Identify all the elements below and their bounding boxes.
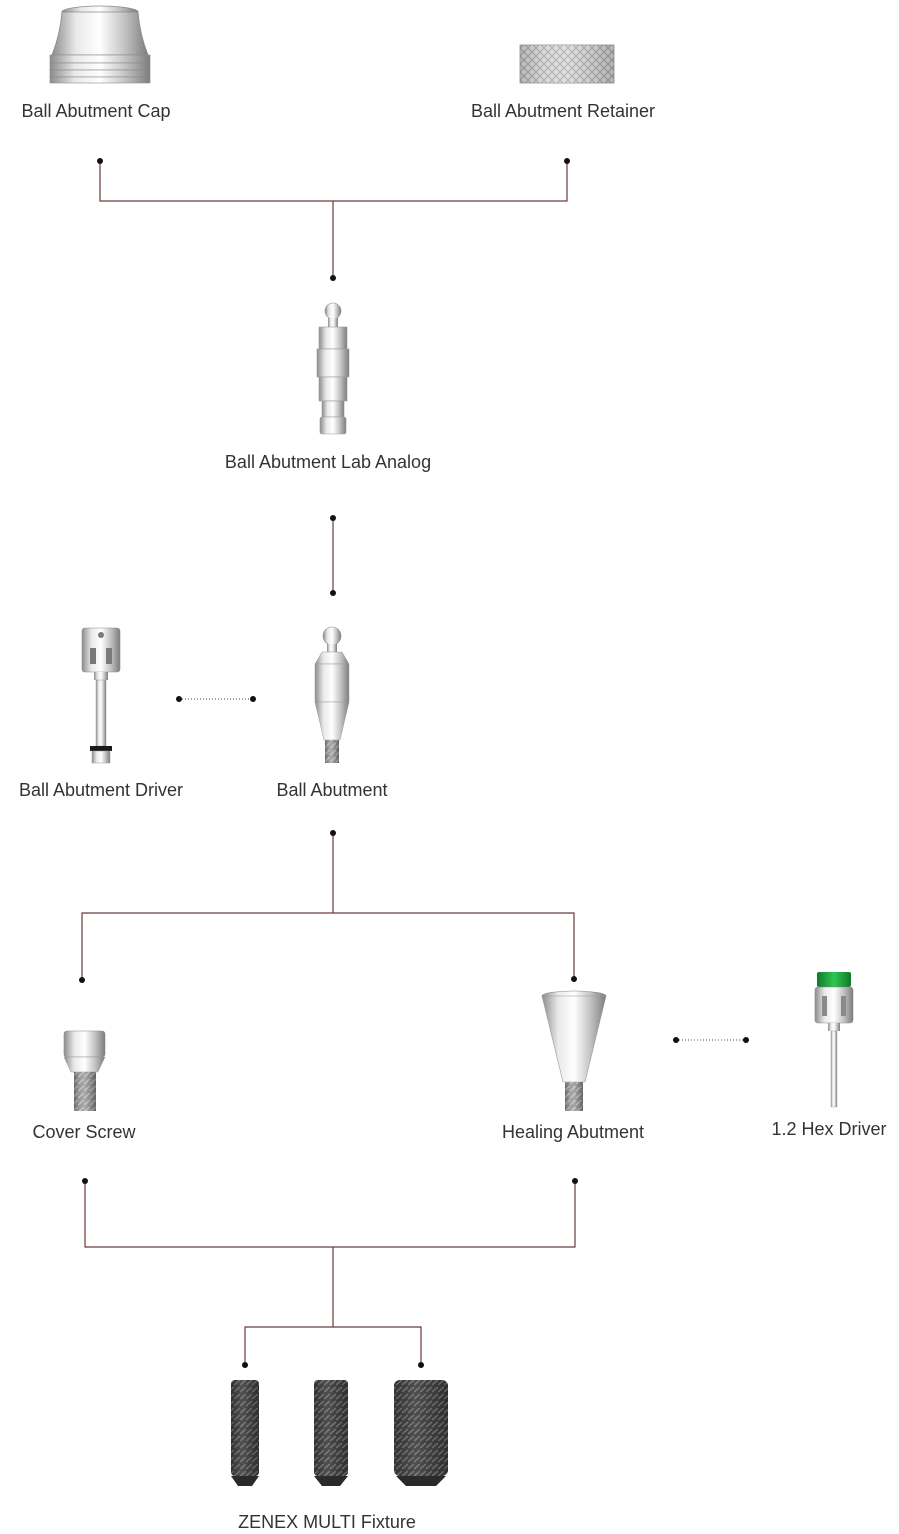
- hex-driver-icon: [814, 972, 854, 1108]
- healing-abutment-icon: [541, 990, 607, 1111]
- fixture-icon: [231, 1380, 448, 1486]
- hex-driver-label: 1.2 Hex Driver: [771, 1119, 886, 1139]
- fixture-regular: [314, 1380, 348, 1486]
- ball-abutment-cap-node: Ball Abutment Cap: [21, 5, 171, 121]
- ball-abutment-icon: [314, 626, 350, 763]
- ball-abutment-label: Ball Abutment: [276, 780, 387, 800]
- connector-dots: [79, 158, 749, 1368]
- knurled-retainer-icon: [519, 44, 615, 84]
- connector-cap-retainer-to-analog: [99, 162, 568, 278]
- ball-abutment-node: Ball Abutment: [276, 626, 388, 800]
- cover-screw-node: Cover Screw: [32, 1030, 137, 1142]
- healing-abutment-label: Healing Abutment: [502, 1122, 644, 1142]
- ball-abutment-lab-analog-label: Ball Abutment Lab Analog: [225, 452, 431, 472]
- connector-ball-abutment-to-screw-healing: [81, 833, 575, 980]
- hex-driver-node: 1.2 Hex Driver: [771, 972, 887, 1139]
- ball-abutment-cap-label: Ball Abutment Cap: [21, 101, 170, 121]
- ball-abutment-lab-analog-node: Ball Abutment Lab Analog: [225, 302, 431, 472]
- lab-analog-icon: [316, 302, 350, 435]
- ball-driver-icon: [81, 627, 121, 764]
- zenex-multi-fixture-label: ZENEX MULTI Fixture: [238, 1512, 416, 1532]
- ball-abutment-driver-node: Ball Abutment Driver: [19, 627, 183, 800]
- cover-screw-icon: [63, 1030, 106, 1111]
- cap-icon: [49, 5, 151, 84]
- fixture-wide: [394, 1380, 448, 1486]
- connector-screw-healing-to-fixture: [84, 1181, 576, 1365]
- ball-abutment-driver-label: Ball Abutment Driver: [19, 780, 183, 800]
- healing-abutment-node: Healing Abutment: [502, 990, 644, 1142]
- ball-abutment-retainer-label: Ball Abutment Retainer: [471, 101, 655, 121]
- zenex-multi-fixture-node: ZENEX MULTI Fixture: [231, 1380, 448, 1532]
- cover-screw-label: Cover Screw: [32, 1122, 136, 1142]
- fixture-slim: [231, 1380, 259, 1486]
- ball-abutment-retainer-node: Ball Abutment Retainer: [471, 44, 655, 121]
